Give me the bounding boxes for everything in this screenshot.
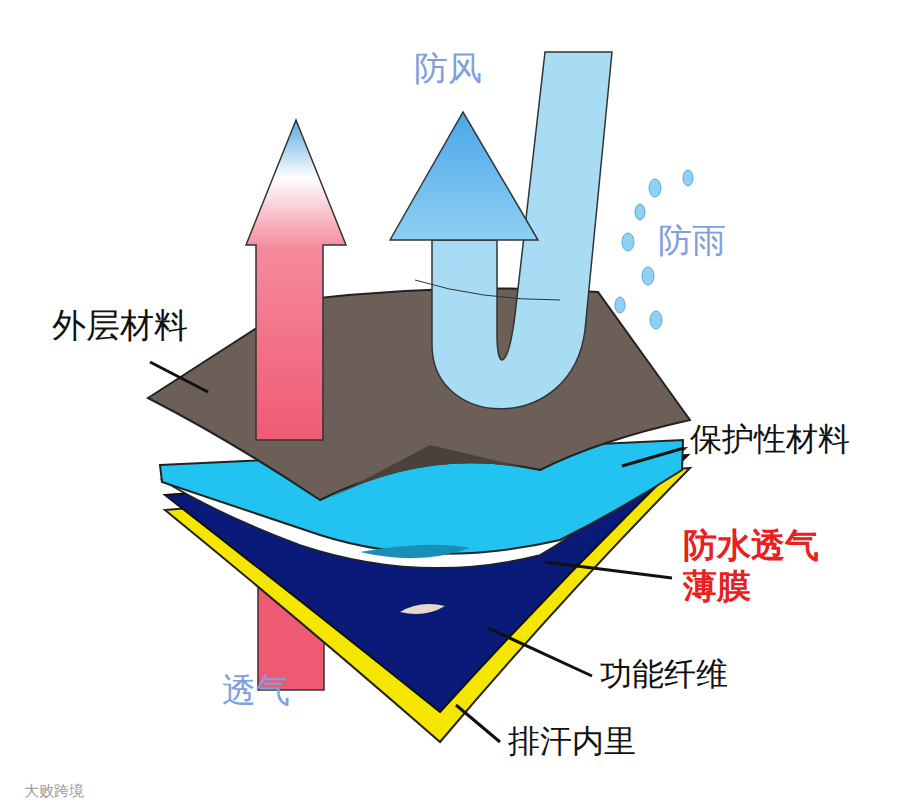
fibre-fold xyxy=(400,604,445,614)
watermark: 大败跨境 xyxy=(24,782,84,800)
effect-label: 透气 xyxy=(222,670,290,711)
part-label: 保护性材料 xyxy=(690,420,850,458)
part-label: 功能纤维 xyxy=(600,655,728,693)
protective-fold xyxy=(360,545,470,558)
part-label: 防水透气 薄膜 xyxy=(683,525,833,607)
part-label: 外层材料 xyxy=(52,305,188,346)
effect-label: 防雨 xyxy=(658,220,726,261)
effect-label: 防风 xyxy=(414,48,482,89)
part-label: 排汗内里 xyxy=(508,722,636,760)
outer-fold xyxy=(330,445,535,498)
wind-arrow-head xyxy=(390,112,538,240)
surface-line xyxy=(415,280,560,300)
outer-layer xyxy=(148,288,690,500)
protective-layer xyxy=(160,440,683,554)
breath-arrow xyxy=(246,120,346,440)
